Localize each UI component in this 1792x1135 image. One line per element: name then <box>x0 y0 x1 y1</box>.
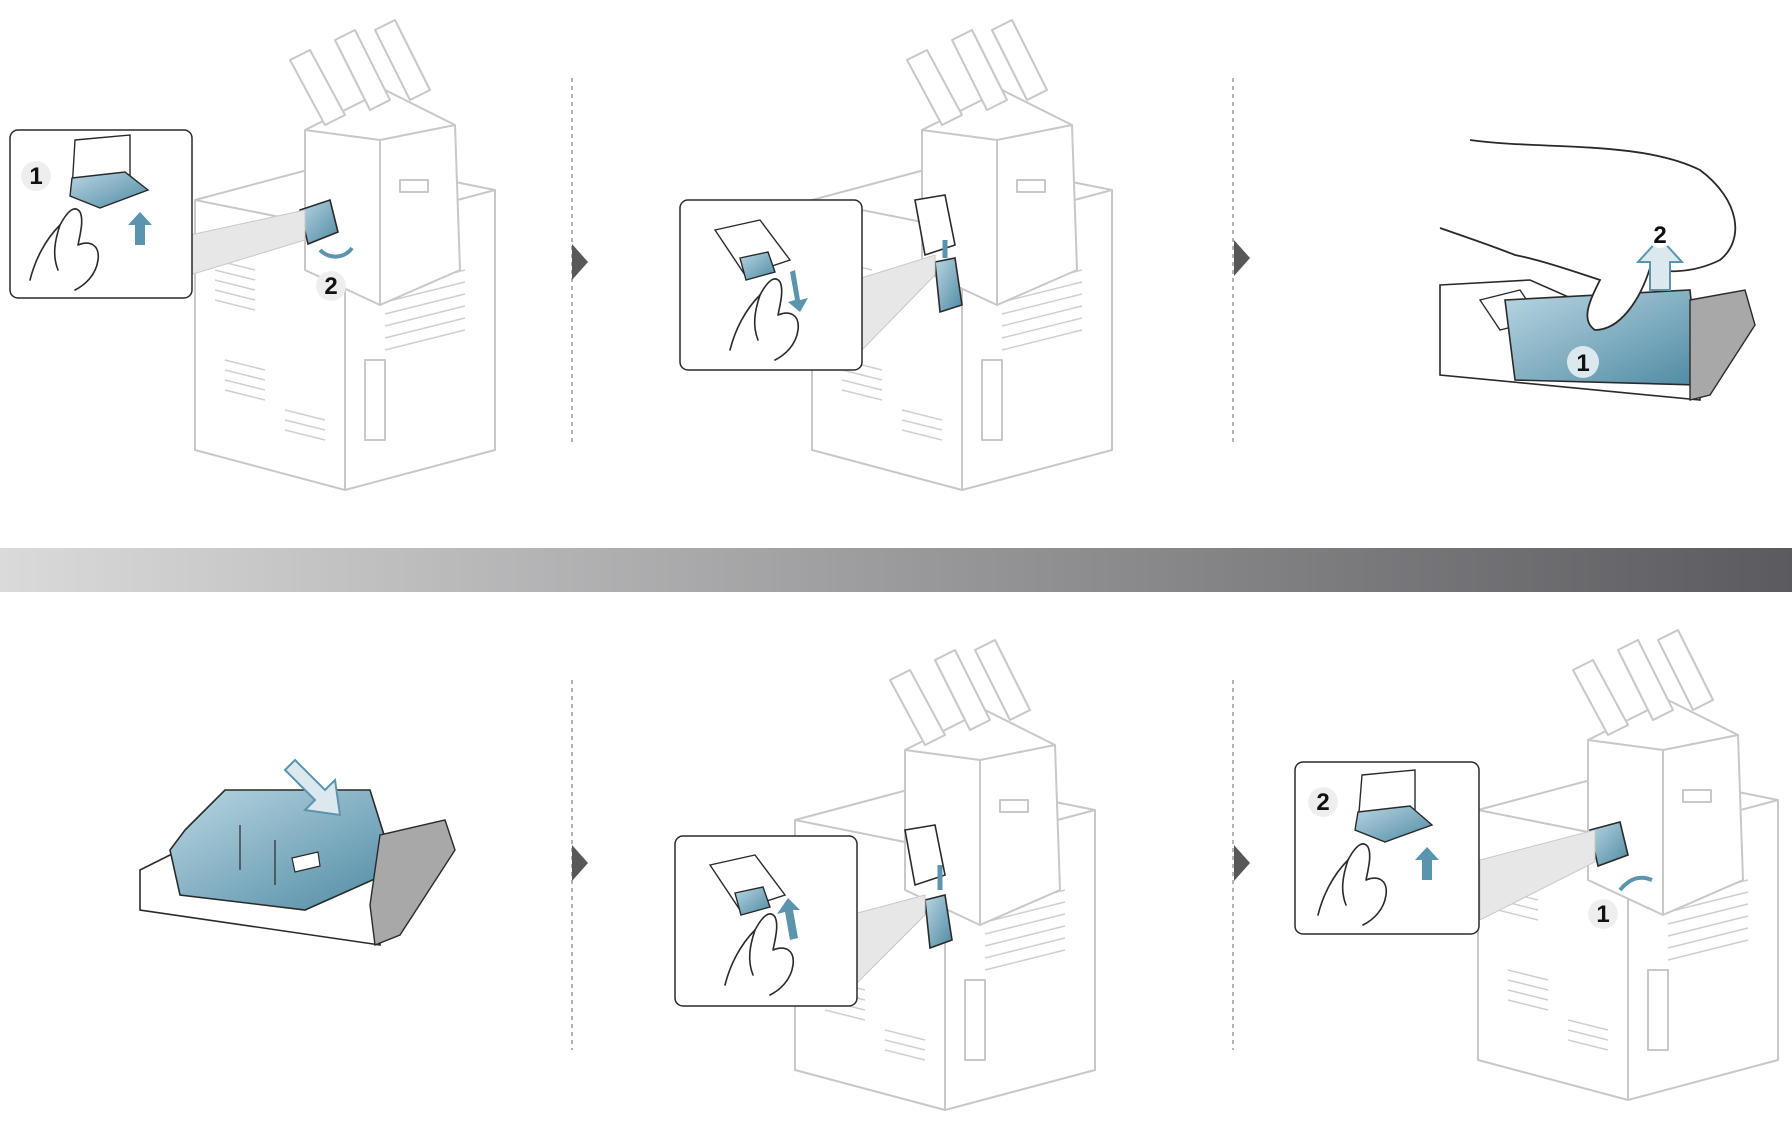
next-step-arrow-icon <box>572 845 588 881</box>
step-label-1: 1 <box>1576 350 1589 377</box>
step-label-2: 2 <box>1653 222 1666 249</box>
step-2-panel <box>680 20 1112 490</box>
next-step-arrow-icon <box>572 244 588 280</box>
step-5-panel <box>675 640 1095 1110</box>
step-1-panel: 1 2 <box>10 20 495 490</box>
next-step-arrow-icon <box>1234 240 1250 276</box>
step-label-2: 2 <box>324 273 337 300</box>
tray-handle-part <box>1690 290 1755 400</box>
tray-handle-part <box>370 820 455 945</box>
next-step-arrow-icon <box>1234 845 1250 881</box>
step-label-1: 1 <box>1596 901 1609 928</box>
step-label-2: 2 <box>1316 789 1329 816</box>
row-divider-bar <box>0 548 1792 592</box>
step-6-panel: 2 1 <box>1295 630 1778 1100</box>
step-4-panel <box>140 760 455 945</box>
step-label-1: 1 <box>29 163 42 190</box>
step-3-panel: 1 2 <box>1440 140 1755 400</box>
